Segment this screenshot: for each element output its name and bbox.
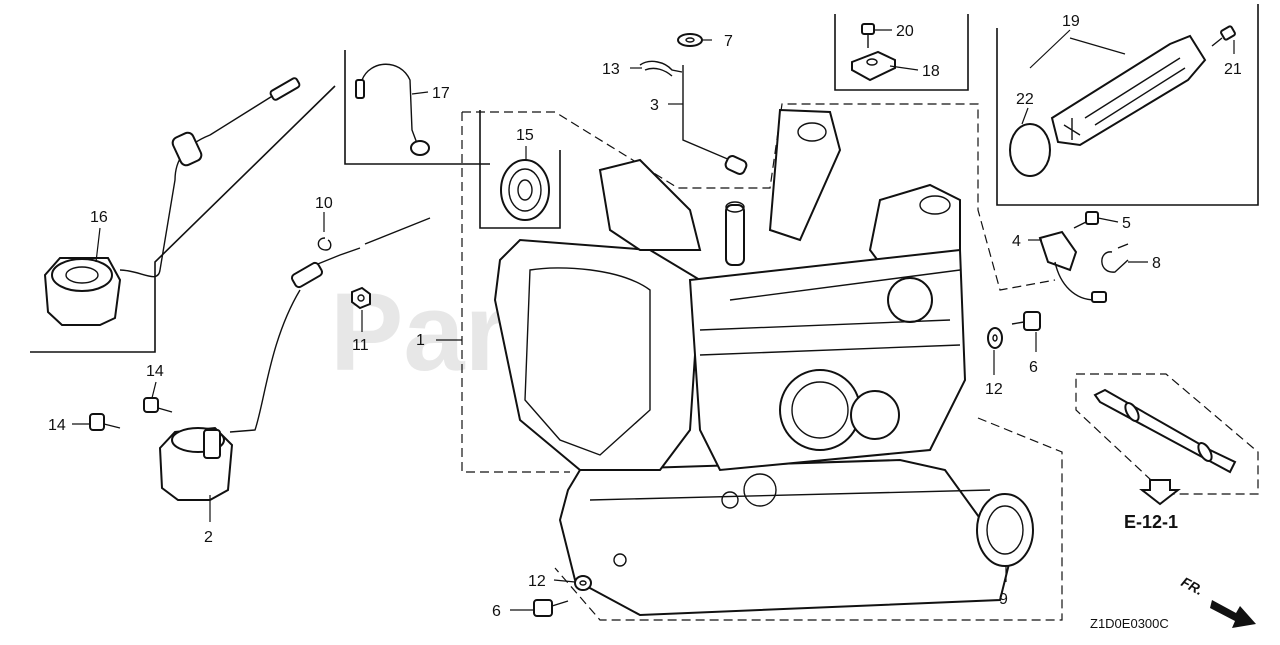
callout-22: 22: [1016, 91, 1034, 108]
callout-labels: 1 2 3 4 5 6 6 7 8 9 10 11 12 12 13 14 14…: [48, 13, 1242, 620]
callout-12-bottom: 12: [528, 573, 546, 590]
part-7-washer: [677, 33, 703, 47]
callout-21: 21: [1224, 61, 1242, 78]
part-20-bolt: [861, 23, 875, 48]
part-12-washer-bottom: [574, 575, 592, 591]
reference-label: E-12-1: [1124, 512, 1178, 532]
part-16-oil-alert-unit: [43, 77, 301, 326]
front-label: FR.: [1179, 574, 1206, 599]
callout-3: 3: [650, 97, 659, 114]
part-8-clamp: [1101, 243, 1129, 273]
down-arrow-icon: [1139, 479, 1181, 506]
callout-14-lower: 14: [48, 417, 66, 434]
part-17-wire: [355, 63, 430, 156]
part-15-bearing: [500, 159, 550, 221]
part-19-gauge: [1050, 34, 1207, 147]
diagram-code: Z1D0E0300C: [1090, 616, 1169, 631]
callout-20: 20: [896, 23, 914, 40]
part-2-sensor: [158, 217, 431, 501]
callout-2: 2: [204, 529, 213, 546]
callout-16: 16: [90, 209, 108, 226]
bearing-group-frame: [479, 110, 561, 229]
front-direction-indicator: FR.: [1179, 574, 1256, 628]
part-3-rod: [682, 65, 748, 175]
callout-6-right: 6: [1029, 359, 1038, 376]
part-12-washer-right: [987, 327, 1003, 349]
part-14-bolt-upper: [143, 397, 173, 413]
part-6-bolt-right: [1011, 311, 1041, 331]
callout-12-right: 12: [985, 381, 1003, 398]
callout-13: 13: [602, 61, 620, 78]
crankcase-outline-left: [461, 112, 570, 473]
callout-8: 8: [1152, 255, 1161, 272]
callout-17: 17: [432, 85, 450, 102]
callout-4: 4: [1012, 233, 1021, 250]
callout-14-upper: 14: [146, 363, 164, 380]
crankcase-outline-top: [462, 103, 1056, 291]
part-11-nut: [351, 286, 371, 310]
part-14-bolt-lower: [89, 413, 121, 431]
part-22-o-ring: [1009, 123, 1051, 177]
callout-5: 5: [1122, 215, 1131, 232]
part-5-bolt: [1073, 211, 1099, 229]
part-9-oil-seal: [976, 493, 1034, 567]
part-21-bolt: [1211, 25, 1236, 47]
reference-arrow: E-12-1: [1124, 479, 1181, 532]
part-10-circlip: [317, 237, 332, 251]
leader-lines: [72, 29, 1235, 611]
callout-1: 1: [416, 332, 425, 349]
part-4-sensor: [1038, 230, 1107, 303]
bracket-group-frame: [834, 14, 969, 91]
wire-group-frame: [344, 50, 490, 165]
group-frames: [30, 4, 1259, 621]
part-18-bracket: [851, 50, 896, 82]
part-6-bolt-bottom: [533, 599, 569, 617]
gauge-group-frame: [996, 4, 1259, 206]
e12-1-stud: [1093, 388, 1237, 474]
callout-18: 18: [922, 63, 940, 80]
callout-7: 7: [724, 33, 733, 50]
callout-15: 15: [516, 127, 534, 144]
part-13-clip: [639, 60, 683, 77]
callout-10: 10: [315, 195, 333, 212]
callout-6-bottom: 6: [492, 603, 501, 620]
oil-sensor-group-frame: [30, 85, 336, 353]
callout-9: 9: [999, 591, 1008, 608]
callout-11: 11: [352, 337, 369, 354]
crankcase-outline-right: [554, 417, 1063, 621]
ref-group-frame: [1075, 373, 1259, 495]
callout-19: 19: [1062, 13, 1080, 30]
crankcase-body: [493, 108, 1012, 617]
arrow-right-icon: [1210, 600, 1256, 628]
